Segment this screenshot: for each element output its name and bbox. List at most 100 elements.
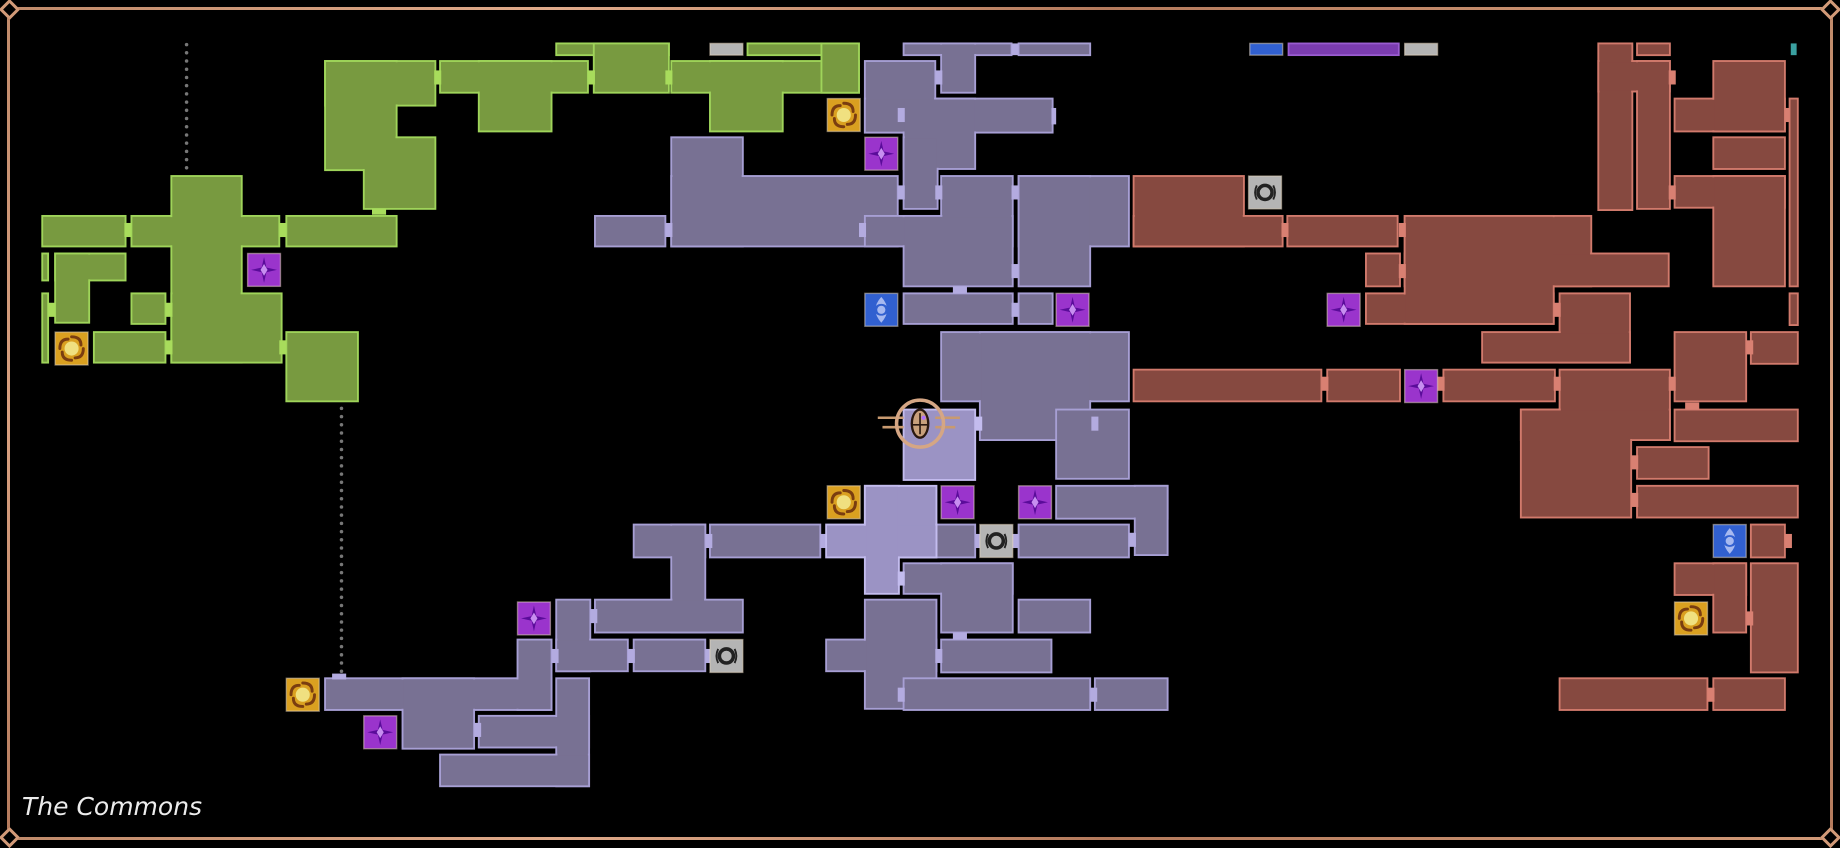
warp-point-icon[interactable] bbox=[826, 485, 861, 520]
map-room bbox=[863, 175, 1014, 288]
elevator-dot bbox=[339, 488, 344, 493]
map-room bbox=[92, 331, 167, 364]
elevator-dot bbox=[339, 480, 344, 485]
elevator-dot bbox=[339, 628, 344, 632]
room-door bbox=[1011, 533, 1019, 549]
map-room bbox=[746, 42, 823, 57]
elevator-dot bbox=[184, 42, 189, 47]
room-door bbox=[975, 416, 983, 431]
room-door bbox=[665, 70, 673, 85]
elevator-dot bbox=[339, 496, 344, 501]
room-door bbox=[371, 208, 387, 215]
room-door bbox=[820, 533, 828, 549]
warp-point-icon[interactable] bbox=[285, 677, 320, 712]
elevator-dot bbox=[339, 579, 344, 583]
area-name-label: The Commons bbox=[22, 792, 203, 821]
room-door bbox=[1685, 402, 1700, 410]
vortex-portal-icon[interactable] bbox=[1403, 42, 1439, 56]
map-room bbox=[863, 60, 1054, 210]
elevator-dot bbox=[339, 644, 344, 649]
elevator-dot bbox=[339, 406, 344, 411]
warp-point-icon[interactable] bbox=[54, 331, 89, 366]
map-room bbox=[632, 638, 707, 673]
map-room bbox=[1636, 42, 1671, 57]
elevator-dot bbox=[184, 51, 189, 55]
save-crystal-icon[interactable] bbox=[1403, 368, 1439, 404]
save-crystal-icon[interactable] bbox=[1326, 292, 1361, 327]
map-room bbox=[1055, 408, 1169, 557]
room-door bbox=[1631, 455, 1639, 470]
elevator-dot bbox=[339, 669, 344, 674]
room-door bbox=[705, 648, 713, 664]
elevator-dot bbox=[339, 464, 344, 468]
vortex-portal-icon[interactable] bbox=[709, 638, 744, 674]
map-room bbox=[1712, 677, 1786, 711]
map-room bbox=[555, 598, 629, 673]
room-door bbox=[1398, 222, 1406, 238]
elevator-dot bbox=[339, 439, 344, 443]
map-room bbox=[285, 214, 398, 248]
room-door bbox=[952, 286, 967, 294]
player-ring bbox=[894, 398, 946, 449]
vortex-portal-icon[interactable] bbox=[979, 523, 1014, 559]
vortex-portal-icon[interactable] bbox=[1247, 175, 1283, 210]
elevator-dot bbox=[339, 455, 344, 460]
map-room bbox=[594, 214, 667, 248]
teal-marker bbox=[1790, 43, 1797, 56]
eye-shrine-icon[interactable] bbox=[1249, 42, 1284, 56]
room-door bbox=[1707, 687, 1715, 702]
frame-top-border bbox=[8, 7, 1832, 10]
room-door bbox=[1011, 185, 1019, 200]
map-room bbox=[1749, 523, 1786, 559]
eye-shrine-icon[interactable] bbox=[1712, 523, 1747, 559]
vortex-portal-icon[interactable] bbox=[709, 42, 744, 56]
room-door bbox=[48, 302, 56, 317]
player-marker[interactable] bbox=[877, 398, 960, 449]
elevator-dot bbox=[184, 75, 189, 80]
map-icons bbox=[54, 42, 1747, 750]
map-room bbox=[1132, 175, 1284, 248]
map-room bbox=[1017, 42, 1092, 57]
save-crystal-icon[interactable] bbox=[363, 715, 398, 750]
elevator-dot bbox=[339, 546, 344, 550]
map-room bbox=[1597, 42, 1671, 211]
elevator-dot bbox=[184, 133, 189, 137]
save-crystal-icon[interactable] bbox=[516, 601, 552, 636]
map-room bbox=[41, 292, 50, 364]
room-door bbox=[897, 107, 905, 123]
map-room bbox=[41, 214, 127, 248]
map-rooms bbox=[41, 42, 1799, 788]
save-crystal-icon[interactable] bbox=[1055, 292, 1090, 327]
eye-shrine-icon[interactable] bbox=[864, 292, 899, 327]
save-crystal-icon[interactable] bbox=[864, 136, 899, 171]
map-room bbox=[1673, 175, 1786, 288]
map-room bbox=[1017, 175, 1130, 288]
map-room bbox=[1132, 368, 1323, 403]
elevator-dot bbox=[339, 587, 344, 591]
map-room bbox=[709, 523, 822, 559]
room-door bbox=[474, 722, 482, 737]
room-door bbox=[434, 70, 442, 85]
room-door bbox=[1011, 43, 1019, 56]
room-door bbox=[1668, 70, 1676, 85]
elevator-dot bbox=[339, 472, 344, 476]
warp-point-icon[interactable] bbox=[826, 97, 861, 133]
room-door bbox=[1090, 687, 1098, 702]
map-room bbox=[592, 42, 670, 94]
room-door bbox=[1668, 376, 1676, 391]
room-door bbox=[1746, 340, 1754, 355]
elevator-dot bbox=[339, 538, 344, 542]
save-crystal-icon[interactable] bbox=[246, 252, 282, 288]
map-room bbox=[1017, 523, 1130, 559]
room-door bbox=[859, 222, 867, 238]
map-room bbox=[825, 408, 977, 595]
save-crystal-icon[interactable] bbox=[940, 485, 975, 520]
map-room bbox=[41, 252, 50, 282]
elevator-dot bbox=[184, 108, 189, 113]
warp-point-icon[interactable] bbox=[1673, 601, 1709, 636]
save-crystal-icon[interactable] bbox=[1017, 485, 1053, 520]
map-room bbox=[439, 677, 591, 788]
map-room bbox=[1558, 677, 1709, 711]
elevator-dot bbox=[339, 595, 344, 600]
